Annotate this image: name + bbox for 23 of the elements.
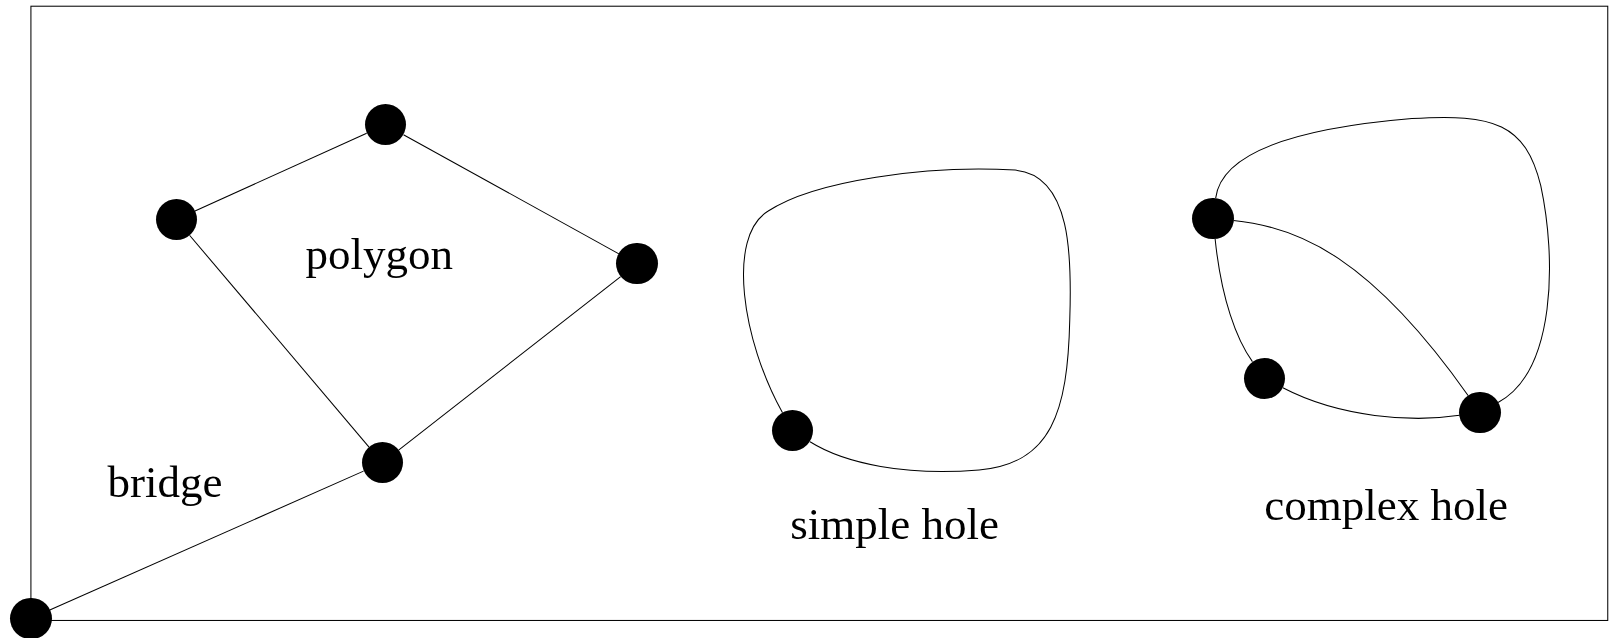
vertex-dot xyxy=(771,410,814,452)
connector-line xyxy=(743,168,1071,473)
vertex-dot xyxy=(1243,357,1286,399)
connector-line xyxy=(189,234,370,448)
region-label: complex hole xyxy=(1264,482,1508,528)
vertex-dot xyxy=(616,243,658,285)
vertex-dot xyxy=(1192,197,1234,240)
connector-line xyxy=(1214,238,1253,363)
connector-line xyxy=(49,470,365,611)
connector-line xyxy=(402,134,620,255)
vertex-dot xyxy=(10,597,52,638)
vertex-dot xyxy=(1459,391,1501,433)
vertex-dot xyxy=(155,198,197,241)
connector-line xyxy=(398,276,622,451)
connector-line xyxy=(194,132,368,212)
region-label: polygon xyxy=(305,231,453,276)
connector-line xyxy=(1215,116,1550,403)
region-label: bridge xyxy=(107,459,223,505)
connector-line xyxy=(1282,387,1461,419)
region-label: simple hole xyxy=(790,501,999,547)
vertex-dot xyxy=(364,104,407,146)
connector-line xyxy=(1233,219,1469,396)
vertex-dot xyxy=(361,442,403,484)
